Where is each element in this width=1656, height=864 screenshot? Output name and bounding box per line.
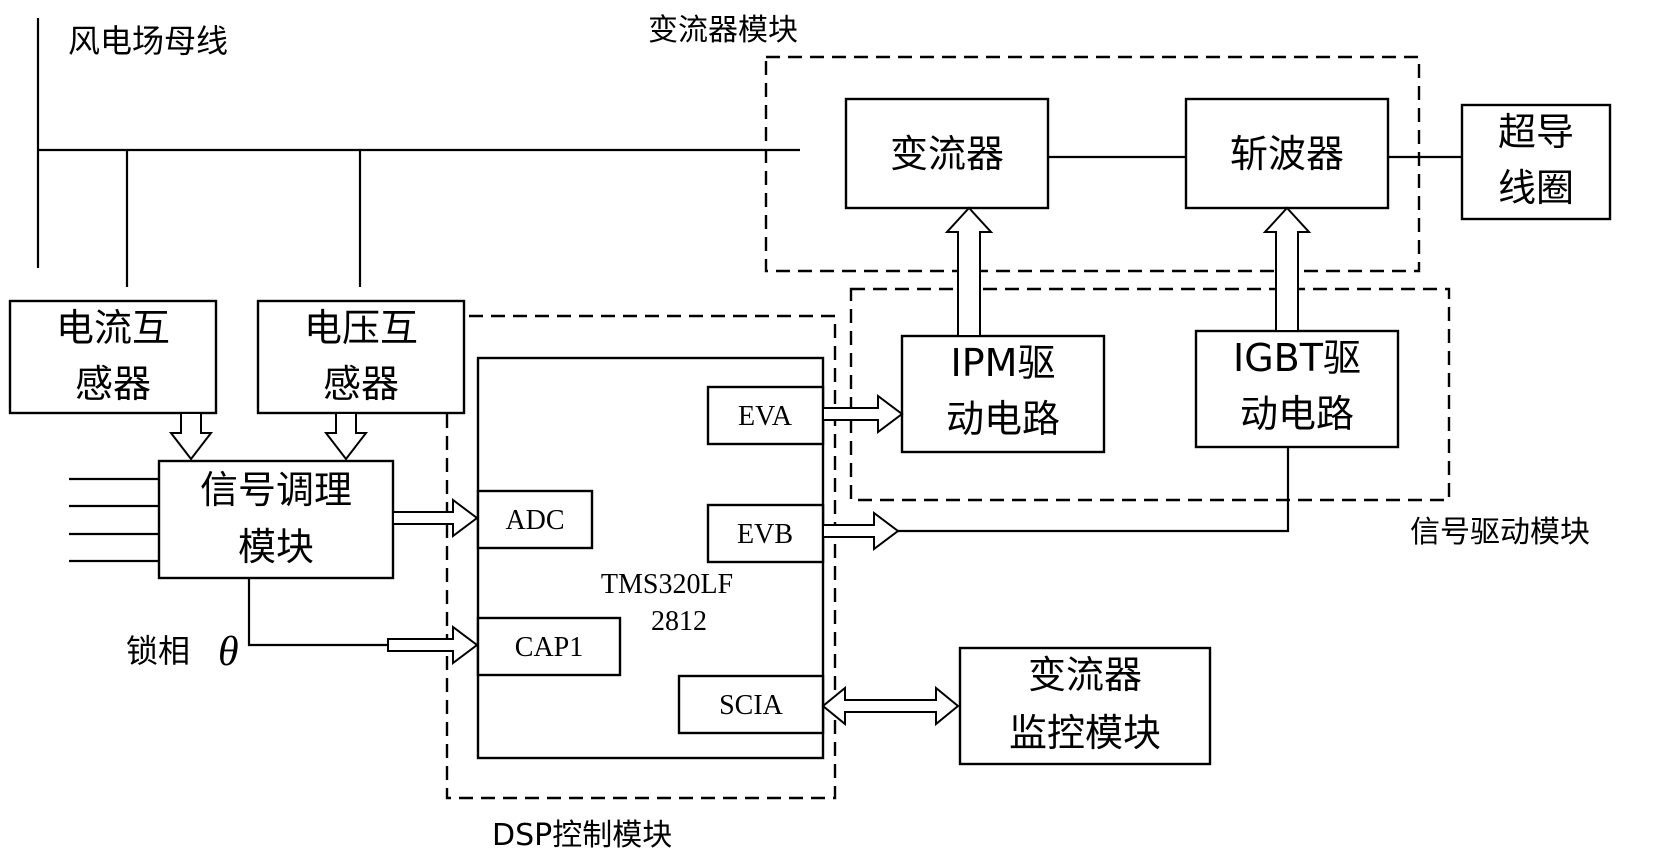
dsp-chip-label-line2: 2812 xyxy=(651,606,707,637)
evb-to-igbt-wire xyxy=(898,447,1288,531)
igbt-drive-label-line1: IGBT驱 xyxy=(1233,336,1361,380)
current-transformer-label-line1: 电流互 xyxy=(56,306,170,350)
igbt-drive-label-line2: 动电路 xyxy=(1240,392,1354,436)
evb-label: EVB xyxy=(737,519,793,550)
dsp-chip-label-line1: TMS320LF xyxy=(601,569,733,600)
converter-module-label: 变流器模块 xyxy=(648,13,798,48)
conditioning-input-lines xyxy=(69,479,159,561)
signal-drive-module-label: 信号驱动模块 xyxy=(1410,515,1590,550)
sc-coil-label-line1: 超导 xyxy=(1498,110,1574,154)
bus-label: 风电场母线 xyxy=(68,22,228,60)
ipm-drive-label-line1: IPM驱 xyxy=(951,341,1056,385)
voltage-transformer-label-line1: 电压互 xyxy=(304,306,418,350)
phase-lock-to-cap1-arrow xyxy=(388,627,477,663)
converter-label: 变流器 xyxy=(890,132,1004,176)
signal-conditioning-label-line2: 模块 xyxy=(238,525,314,569)
chopper-label: 斩波器 xyxy=(1230,132,1344,176)
scia-monitor-bidirectional-arrow xyxy=(823,688,958,724)
cap1-label: CAP1 xyxy=(515,632,583,663)
sc-coil-label-line2: 线圈 xyxy=(1498,166,1574,210)
monitor-label-line2: 监控模块 xyxy=(1009,711,1161,755)
current-transformer-label-line2: 感器 xyxy=(75,362,151,406)
monitor-label-line1: 变流器 xyxy=(1028,653,1142,697)
phase-lock-wire xyxy=(249,578,388,645)
adc-label: ADC xyxy=(505,505,564,536)
igbt-to-chopper-arrow xyxy=(1265,208,1309,331)
ipm-drive-label-line2: 动电路 xyxy=(946,397,1060,441)
conditioning-to-adc-arrow xyxy=(393,500,477,536)
dsp-module-label: DSP控制模块 xyxy=(492,818,672,853)
evb-to-igbt-arrow xyxy=(823,513,898,549)
scia-label: SCIA xyxy=(719,690,784,721)
eva-label: EVA xyxy=(738,401,793,432)
ct-to-conditioning-arrow xyxy=(171,413,211,459)
voltage-transformer-label-line2: 感器 xyxy=(323,362,399,406)
vt-to-conditioning-arrow xyxy=(326,413,366,459)
theta-symbol: θ xyxy=(218,629,239,675)
phase-lock-label: 锁相 xyxy=(126,632,190,670)
signal-conditioning-label-line1: 信号调理 xyxy=(200,468,352,512)
